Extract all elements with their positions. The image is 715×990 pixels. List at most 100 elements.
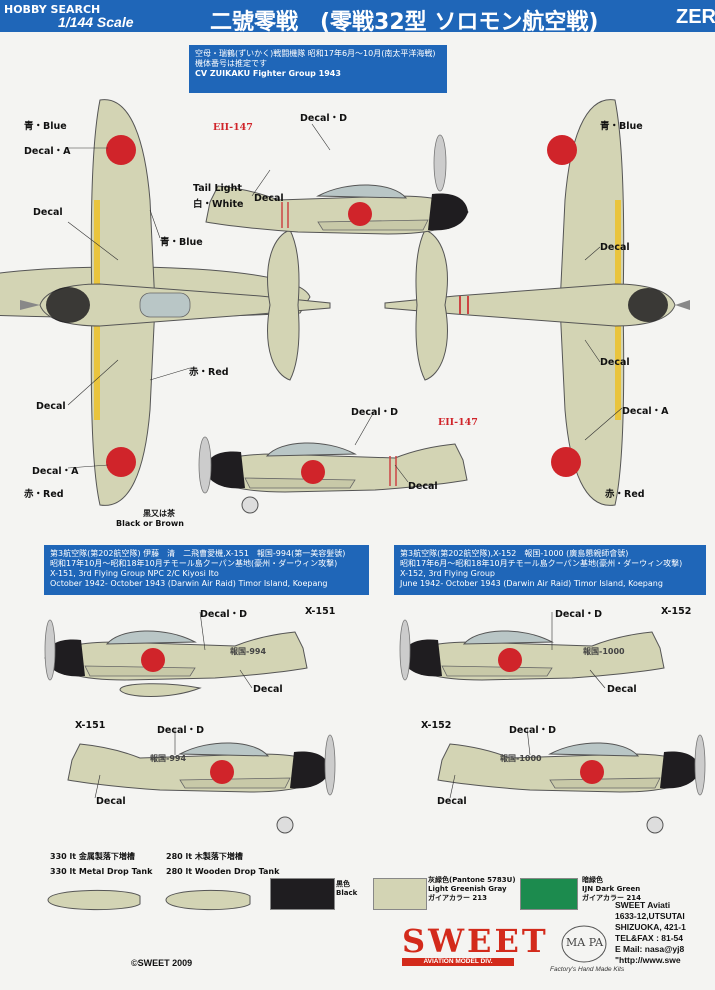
swatch-light-greenish-gray — [373, 878, 427, 910]
mapa-sub: Factory's Hand Made Kits — [550, 966, 625, 973]
label-red-mid: 赤・Red — [189, 367, 229, 378]
info-line: X-151, 3rd Flying Group NPC 2/C Kiyosi I… — [50, 569, 219, 578]
mapa-text: MA PA — [566, 936, 604, 949]
code-x151-a: X-151 — [305, 606, 336, 617]
address-line: E Mail: nasa@yj8 — [615, 944, 685, 954]
info-line: 昭和17年6月～昭和18年10月チモール島クーパン基地(豪州・ダーウィン攻撃) — [400, 559, 683, 568]
code-e2-147-mid: EII-147 — [438, 417, 478, 428]
label-metal-tank-en: 330 lt Metal Drop Tank — [50, 867, 153, 876]
info-box-x151: 第3航空隊(第202航空隊) 伊藤 清 二飛曹愛機,X-151 報国-994(第… — [44, 545, 369, 595]
label-decal-d-top: Decal・D — [300, 113, 348, 124]
swatch-black-text: 黒色 Black — [336, 880, 357, 898]
code-hokoku-994-b: 報国-994 — [150, 754, 187, 763]
label-blue-mid: 青・Blue — [160, 237, 203, 248]
label-black-or-brown-jp: 黒又は茶 — [143, 509, 175, 518]
sweet-logo: SWEET AVIATION MODEL DIV. — [402, 922, 549, 968]
code-x152-a: X-152 — [661, 606, 692, 617]
label-tail-light-white: 白・White — [193, 199, 244, 210]
code-hokoku-1000-b: 報国-1000 — [500, 754, 542, 763]
plane-side-view-x151-a — [44, 630, 308, 681]
label-decal-a-right: Decal・A — [622, 406, 669, 417]
code-hokoku-994-a: 報国-994 — [230, 647, 267, 656]
info-box-x152: 第3航空隊(第202航空隊),X-152 報国-1000 (廣島懇親師會號) 昭… — [394, 545, 706, 595]
code-e2-147-top: EII-147 — [213, 122, 253, 133]
mapa-logo: MA PA Factory's Hand Made Kits — [548, 922, 628, 976]
label-decal-x151a: Decal — [253, 684, 283, 695]
swatch-label: ガイアカラー 213 — [428, 894, 488, 902]
label-decal-a-top-left: Decal・A — [24, 146, 71, 157]
label-wood-tank-jp: 280 lt 木製落下増槽 — [166, 852, 243, 861]
swatch-label: IJN Dark Green — [582, 885, 641, 893]
address-line: SWEET Aviati — [615, 900, 671, 910]
label-black-or-brown: Black or Brown — [116, 519, 184, 528]
swatch-label: Light Greenish Gray — [428, 885, 507, 893]
info-line: 第3航空隊(第202航空隊),X-152 報国-1000 (廣島懇親師會號) — [400, 549, 629, 558]
plane-side-view-zuikaku-1 — [205, 184, 469, 235]
brand-name: SWEET — [402, 922, 549, 960]
label-red-left: 赤・Red — [24, 489, 64, 500]
address-line: "http://www.swe — [615, 955, 681, 965]
label-decal-x151b: Decal — [96, 796, 126, 807]
copyright: ©SWEET 2009 — [131, 958, 193, 968]
address-line: TEL&FAX : 81-54 — [615, 933, 684, 943]
label-decal-top-side: Decal — [254, 193, 284, 204]
metal-drop-tank — [47, 889, 141, 911]
info-line: CV ZUIKAKU Fighter Group 1943 — [195, 69, 341, 78]
code-x152-b: X-152 — [421, 720, 452, 731]
plane-planform-right — [384, 99, 690, 506]
info-line: October 1942- October 1943 (Darwin Air R… — [50, 579, 328, 588]
label-metal-tank-jp: 330 lt 金属製落下増槽 — [50, 852, 135, 861]
swatch-label: 暗緑色 — [582, 876, 603, 884]
plane-side-view-x151-b — [67, 742, 331, 793]
swatch-label: Black — [336, 889, 358, 897]
label-decal-d-x152a: Decal・D — [555, 609, 603, 620]
label-decal-a-bottom-left: Decal・A — [32, 466, 79, 477]
info-line: 機体番号は推定です — [195, 59, 267, 68]
plane-planform-left — [20, 99, 331, 506]
swatch-ijn-dark-green — [520, 878, 578, 910]
label-red-right: 赤・Red — [605, 489, 645, 500]
swatch-label: ガイアカラー 214 — [582, 894, 642, 902]
header-banner: HOBBY SEARCH 1/144 Scale 二號零戦 (零戦32型 ソロモ… — [0, 0, 715, 35]
info-line: June 1942- October 1943 (Darwin Air Raid… — [400, 579, 663, 588]
wooden-drop-tank — [165, 889, 251, 911]
info-line: 昭和17年10月～昭和18年10月チモール島クーパン基地(豪州・ダーウィン攻撃) — [50, 559, 338, 568]
scale-label: 1/144 Scale — [58, 14, 134, 30]
swatch-green-text: 暗緑色 IJN Dark Green ガイアカラー 214 — [582, 876, 641, 903]
label-decal-left: Decal — [33, 207, 63, 218]
label-decal-right: Decal — [600, 242, 630, 253]
page-title: 二號零戦 (零戦32型 ソロモン航空戦) — [210, 10, 599, 35]
info-line: X-152, 3rd Flying Group — [400, 569, 496, 578]
plane-side-view-x152-b — [437, 742, 701, 793]
info-line: 空母・瑞鶴(ずいかく)戦闘機隊 昭和17年6月～10月(南太平洋海戦) — [195, 49, 436, 58]
label-decal-right-2: Decal — [600, 357, 630, 368]
site-logo[interactable]: HOBBY SEARCH — [4, 3, 101, 16]
address-block: SWEET Aviati 1633-12,UTSUTAI SHIZUOKA, 4… — [615, 900, 686, 966]
label-decal-d-x151a: Decal・D — [200, 609, 248, 620]
swatch-gray-text: 灰緑色(Pantone 5783U) Light Greenish Gray ガ… — [428, 876, 516, 903]
info-line: 第3航空隊(第202航空隊) 伊藤 清 二飛曹愛機,X-151 報国-994(第… — [50, 549, 346, 558]
label-decal-d-mid: Decal・D — [351, 407, 399, 418]
code-x151-b: X-151 — [75, 720, 106, 731]
label-wood-tank-en: 280 lt Wooden Drop Tank — [166, 867, 280, 876]
label-decal-d-x152b: Decal・D — [509, 725, 557, 736]
propeller — [433, 134, 447, 192]
code-hokoku-1000-a: 報国-1000 — [583, 647, 625, 656]
label-decal-d-x151b: Decal・D — [157, 725, 205, 736]
plane-side-view-zuikaku-2 — [204, 442, 468, 493]
label-decal-x152a: Decal — [607, 684, 637, 695]
address-line: SHIZUOKA, 421-1 — [615, 922, 686, 932]
swatch-black — [270, 878, 335, 910]
swatch-label: 黒色 — [336, 880, 350, 888]
brand-sub: AVIATION MODEL DIV. — [402, 958, 514, 966]
info-box-zuikaku: 空母・瑞鶴(ずいかく)戦闘機隊 昭和17年6月～10月(南太平洋海戦) 機体番号… — [189, 45, 447, 93]
label-decal-left-2: Decal — [36, 401, 66, 412]
label-decal-mid: Decal — [408, 481, 438, 492]
label-blue-left: 青・Blue — [24, 121, 67, 132]
address-line: 1633-12,UTSUTAI — [615, 911, 685, 921]
label-blue-right: 青・Blue — [600, 121, 643, 132]
swatch-label: 灰緑色(Pantone 5783U) — [428, 876, 516, 884]
label-tail-light: Tail Light — [193, 183, 242, 194]
label-decal-x152b: Decal — [437, 796, 467, 807]
